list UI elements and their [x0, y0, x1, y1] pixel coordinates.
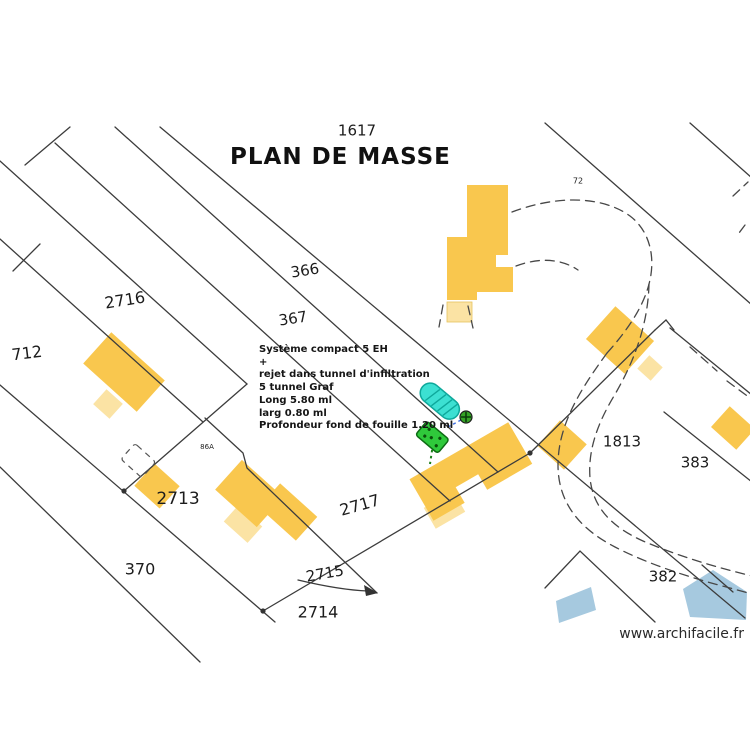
boundary-line-1813-west [529, 329, 656, 454]
dash-tick [732, 181, 749, 197]
boundary-line [0, 384, 276, 623]
corner-tick [12, 243, 41, 272]
building-top-annex [446, 301, 473, 323]
boundary-line [123, 383, 248, 492]
parcel-label-382: 382 [649, 568, 678, 586]
annotation-line: Profondeur fond de fouille 1.20 ml [259, 420, 454, 432]
dashed-outline-square [121, 444, 156, 478]
boundary-line-382 [544, 550, 656, 623]
annotation-line: 5 tunnel Graf [259, 382, 334, 394]
page-title: PLAN DE MASSE [230, 144, 451, 170]
parcel-label-72: 72 [573, 177, 583, 186]
annotation-line: larg 0.80 ml [259, 407, 327, 419]
vertex-dot [527, 450, 533, 456]
parcel-label-2715: 2715 [305, 561, 346, 585]
compact-unit-icon [415, 421, 449, 453]
boundary-line [262, 452, 531, 612]
boundary-line-86a [204, 417, 378, 594]
boundary-line [0, 466, 201, 663]
parcel-label-2716: 2716 [103, 287, 146, 312]
vertex-dot [121, 488, 127, 494]
driveway-inner [589, 283, 750, 577]
label-2715-arrow [297, 579, 369, 592]
driveway-outer [557, 352, 750, 595]
building-2713-annex [223, 505, 263, 543]
parcel-label-86A: 86A [200, 443, 214, 451]
building-2713-b [258, 483, 318, 541]
boundary-line [0, 160, 248, 385]
outlet-icon [459, 410, 473, 424]
parcel-label-2713: 2713 [156, 489, 199, 509]
building-1813 [585, 306, 655, 374]
vertex-dot [260, 608, 266, 614]
dashed-connector-blue [445, 419, 462, 429]
infiltration-tunnel-icon [419, 382, 461, 420]
corner-notch-1813 [654, 319, 675, 331]
building-2717-notch [455, 474, 491, 508]
boundary-line [159, 126, 746, 619]
septic-system-layer [415, 382, 473, 465]
boundary-line [54, 142, 451, 502]
dash-tick [726, 380, 750, 399]
pool-right [683, 570, 747, 620]
dash-tick [735, 224, 746, 238]
building-1813-annex [637, 355, 663, 381]
building-2716-annex [93, 389, 123, 419]
pool-left [556, 587, 596, 623]
parcel-label-712: 712 [11, 342, 44, 365]
boundary-line-72 [544, 122, 750, 305]
dash-tick [689, 346, 718, 372]
parcel-label-366: 366 [289, 259, 320, 281]
parcel-label-1617: 1617 [338, 122, 376, 140]
annotation-line: + [259, 356, 268, 368]
dash-tick [438, 304, 444, 328]
annotation-line: Long 5.80 ml [259, 394, 333, 406]
parcel-label-1813: 1813 [603, 433, 641, 451]
buildings-layer [83, 185, 750, 623]
boundary-lines-layer [0, 122, 750, 663]
boundary-line [114, 126, 499, 473]
watermark: www.archifacile.fr [619, 626, 744, 642]
building-top [447, 185, 513, 300]
building-2716 [83, 332, 165, 412]
dashed-lines-layer [121, 181, 750, 595]
corner-tick [689, 122, 750, 178]
parcel-label-370: 370 [125, 560, 156, 579]
corner-tick [24, 126, 71, 166]
building-2717-ne [537, 420, 587, 470]
septic-annotation-block: Système compact 5 EH+rejet dans tunnel d… [259, 344, 453, 433]
parcel-label-2717: 2717 [338, 490, 382, 519]
boundary-line-1813-ne [669, 327, 750, 395]
annotation-line: Système compact 5 EH [259, 344, 388, 355]
driveway-arc [515, 259, 579, 271]
dash-tick [467, 305, 474, 329]
building-right-small [710, 406, 750, 450]
boundary-line-383 [663, 411, 750, 482]
parcel-label-383: 383 [681, 454, 710, 472]
parcel-label-2714: 2714 [298, 603, 339, 622]
annotation-line: rejet dans tunnel d'infiltration [259, 369, 430, 381]
driveway-loop [511, 199, 653, 354]
parcel-label-367: 367 [277, 307, 308, 329]
boundary-line [0, 238, 204, 423]
label-2715-arrowhead [364, 585, 378, 596]
building-2717 [409, 422, 533, 521]
building-2713-small [134, 463, 180, 509]
